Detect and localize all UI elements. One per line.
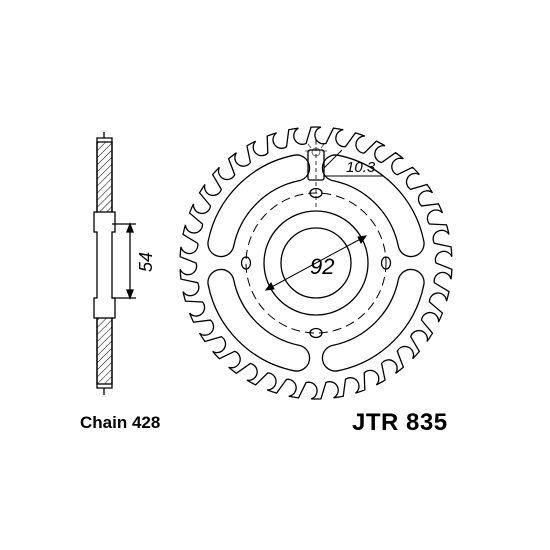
cutout-3: [321, 268, 425, 372]
hole-offset-dimension: 10.3: [346, 159, 376, 176]
chain-label: Chain 428: [80, 413, 161, 432]
hub-dim-arrow-bottom: [126, 289, 134, 300]
side-view: [93, 132, 136, 395]
bolt-hole-3: [309, 327, 323, 339]
front-view: [179, 126, 453, 400]
lightening-cutouts: [207, 154, 425, 372]
bolt-circle-dimension: 92: [310, 254, 334, 279]
cutout-1: [207, 154, 311, 258]
bolt-hole-4: [240, 256, 252, 270]
bolt-circle-dimension-line: [265, 235, 367, 291]
side-view-hatch-bottom: [96, 317, 113, 385]
hub-dim-arrow-top: [126, 222, 134, 233]
hub-ring: [263, 210, 369, 316]
cutout-4: [207, 268, 311, 372]
cutout-2: [321, 154, 425, 258]
sprocket-teeth-outline: [179, 126, 453, 400]
hub-bore: [280, 227, 352, 299]
side-view-outline: [93, 137, 116, 389]
hub-height-dimension: 54: [136, 252, 156, 272]
part-number: JTR 835: [352, 409, 448, 436]
tooth-mark-icon: [305, 140, 327, 157]
side-view-hatch-top: [96, 141, 113, 213]
bolt-hole-2: [380, 256, 392, 270]
